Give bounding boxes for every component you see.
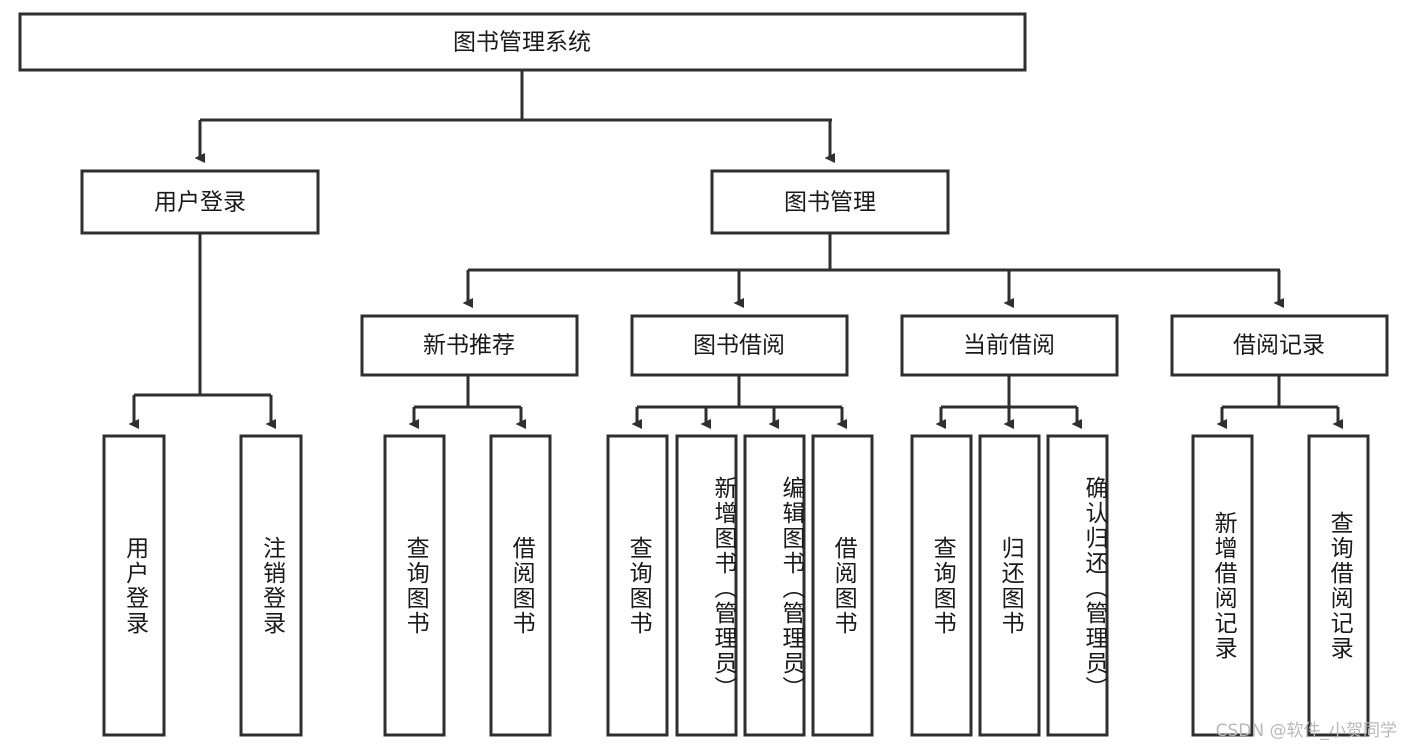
leaf-label-book-borrow-4: 借阅图书 bbox=[830, 535, 857, 636]
leaf-box-book-borrow-2[interactable] bbox=[675, 434, 738, 737]
node-new-book-recommend[interactable]: 新书推荐 bbox=[360, 314, 579, 377]
leaf-box-borrow-record-2[interactable] bbox=[1307, 434, 1370, 737]
connector-root-to-level2 bbox=[194, 70, 835, 163]
connector-borrowrecord-to-leaves bbox=[1216, 375, 1343, 429]
leaf-box-current-borrow-1[interactable] bbox=[910, 434, 973, 737]
leaf-box-user-login-2[interactable] bbox=[239, 434, 303, 737]
connector-bookmgmt-to-level3 bbox=[462, 233, 1284, 308]
node-new-book-recommend-label: 新书推荐 bbox=[423, 333, 515, 359]
node-borrow-record[interactable]: 借阅记录 bbox=[1170, 314, 1389, 377]
node-book-management-label: 图书管理 bbox=[784, 190, 876, 216]
connector-currentborrow-to-leaves bbox=[935, 375, 1082, 429]
leaf-label-user-login-2: 注销登录 bbox=[258, 535, 285, 636]
connector-bookborrow-to-leaves bbox=[631, 375, 847, 429]
leaf-box-current-borrow-3[interactable] bbox=[1046, 434, 1109, 737]
leaf-box-user-login-1[interactable] bbox=[102, 434, 166, 737]
leaf-label-borrow-record-2: 查询借阅记录 bbox=[1326, 510, 1353, 661]
leaf-box-book-borrow-3[interactable] bbox=[743, 434, 806, 737]
leaf-label-book-borrow-2: 新增图书（管理员） bbox=[710, 476, 736, 701]
leaf-box-borrow-record-1[interactable] bbox=[1191, 434, 1254, 737]
leaf-label-book-borrow-1: 查询图书 bbox=[625, 535, 652, 636]
node-root[interactable]: 图书管理系统 bbox=[18, 12, 1027, 72]
leaf-label-new-book-2: 借阅图书 bbox=[508, 535, 535, 636]
leaf-label-borrow-record-1: 新增借阅记录 bbox=[1210, 510, 1237, 661]
node-book-borrow-label: 图书借阅 bbox=[693, 333, 785, 359]
node-user-login-label: 用户登录 bbox=[154, 190, 246, 216]
leaf-box-book-borrow-4[interactable] bbox=[811, 434, 874, 737]
leaf-box-book-borrow-1[interactable] bbox=[606, 434, 669, 737]
leaf-box-current-borrow-2[interactable] bbox=[978, 434, 1041, 737]
connector-userlogin-to-leaves bbox=[128, 233, 276, 429]
leaf-label-current-borrow-3: 确认归还（管理员） bbox=[1081, 476, 1107, 701]
leaf-label-new-book-1: 查询图书 bbox=[402, 535, 429, 636]
node-current-borrow[interactable]: 当前借阅 bbox=[900, 314, 1119, 377]
leaf-box-new-book-1[interactable] bbox=[383, 434, 446, 737]
node-current-borrow-label: 当前借阅 bbox=[963, 333, 1055, 359]
node-borrow-record-label: 借阅记录 bbox=[1233, 333, 1325, 359]
leaf-label-book-borrow-3: 编辑图书（管理员） bbox=[778, 476, 804, 701]
leaf-label-user-login-1: 用户登录 bbox=[121, 535, 148, 636]
leaf-label-current-borrow-2: 归还图书 bbox=[997, 535, 1024, 636]
node-root-label: 图书管理系统 bbox=[453, 30, 591, 56]
leaf-label-current-borrow-1: 查询图书 bbox=[929, 535, 956, 636]
node-user-login[interactable]: 用户登录 bbox=[80, 169, 320, 235]
node-book-management[interactable]: 图书管理 bbox=[710, 169, 950, 235]
connector-newbook-to-leaves bbox=[408, 375, 526, 429]
leaf-box-new-book-2[interactable] bbox=[489, 434, 552, 737]
node-book-borrow[interactable]: 图书借阅 bbox=[630, 314, 849, 377]
csdn-watermark: CSDN @软件_小贺同学 bbox=[1215, 721, 1397, 741]
